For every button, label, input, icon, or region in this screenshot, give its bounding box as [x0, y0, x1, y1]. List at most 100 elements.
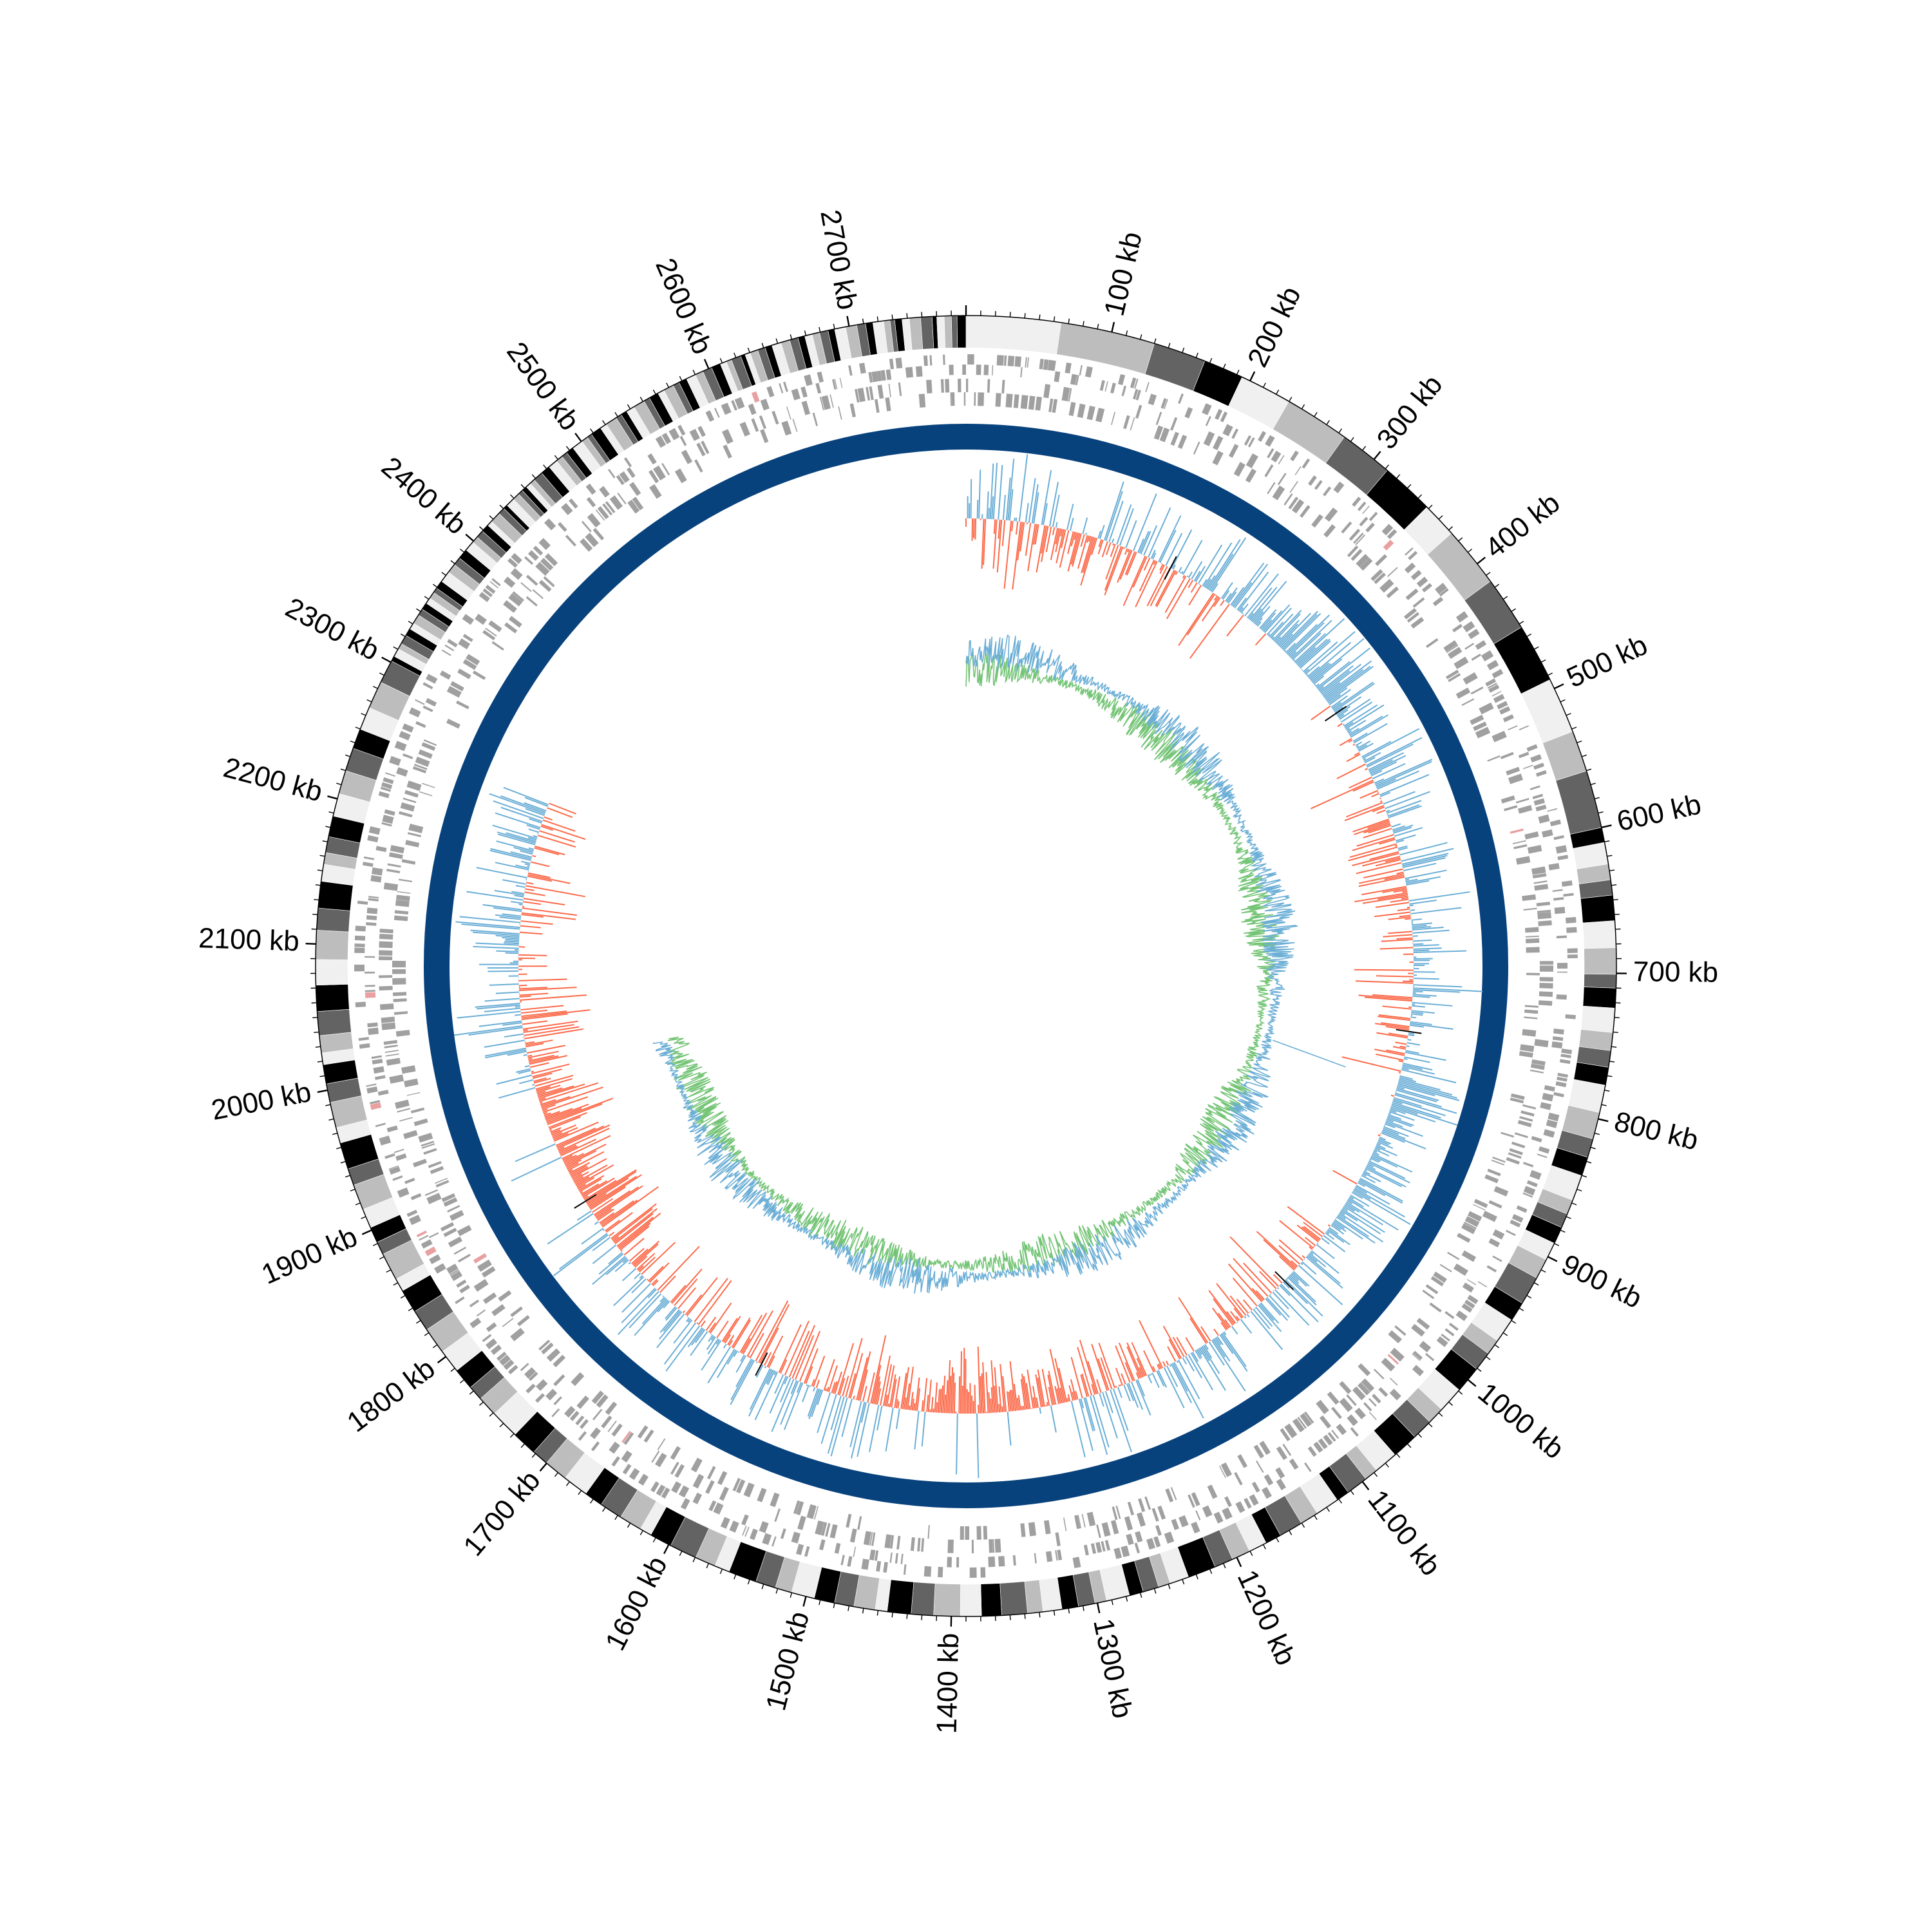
skew-bar-positive: [614, 1259, 629, 1273]
gene-feature: [1404, 562, 1416, 574]
skew-bar-positive: [657, 1300, 669, 1312]
gene-feature: [678, 1485, 690, 1498]
gene-feature: [1222, 424, 1233, 437]
minor-tick: [1338, 428, 1342, 433]
skew-bar-positive: [1322, 681, 1341, 696]
skew-bar-positive: [1402, 857, 1446, 868]
gene-feature: [1084, 366, 1093, 378]
skew-bar-positive: [1394, 827, 1423, 837]
gene-feature: [829, 394, 834, 408]
minor-tick: [1607, 855, 1613, 857]
skew-bar-negative: [536, 1090, 546, 1095]
gene-feature: [385, 772, 396, 777]
skew-bar-positive: [1128, 1383, 1139, 1408]
skew-bar-negative: [1166, 578, 1191, 620]
gene-feature: [425, 697, 437, 707]
gene-feature: [1523, 764, 1533, 770]
skew-bar-positive: [1328, 694, 1341, 705]
skew-bar-positive: [1355, 741, 1363, 746]
gene-feature: [889, 1535, 895, 1549]
skew-bar-negative: [548, 1112, 587, 1128]
gene-feature: [838, 406, 842, 420]
gene-feature: [791, 1531, 800, 1544]
skew-bar-negative: [697, 1280, 732, 1325]
gene-feature: [503, 1359, 515, 1370]
gene-feature: [1259, 1441, 1271, 1455]
gene-feature: [1280, 1428, 1291, 1442]
minor-tick: [1068, 318, 1070, 324]
gene-feature: [379, 928, 393, 934]
skew-bar-negative: [882, 1364, 893, 1406]
skew-bar-negative: [1172, 1336, 1185, 1358]
gene-feature: [910, 1537, 915, 1551]
skew-bar-negative: [1037, 1369, 1045, 1407]
skew-bar-positive: [784, 1376, 789, 1385]
skew-bar-positive: [1353, 1189, 1371, 1200]
minor-tick: [424, 596, 430, 600]
skew-bar-positive: [1250, 608, 1262, 621]
skew-bar-positive: [767, 1370, 775, 1385]
skew-bar-negative: [1273, 1274, 1283, 1283]
minor-tick: [1223, 363, 1226, 369]
gene-feature: [1537, 909, 1551, 913]
gene-feature: [354, 964, 365, 972]
contig-block: [920, 316, 934, 350]
gene-feature: [1034, 1553, 1037, 1564]
minor-tick: [1301, 1522, 1305, 1528]
skew-bar-negative: [551, 1124, 576, 1136]
gene-feature: [759, 1520, 769, 1533]
skew-bar-positive: [1193, 571, 1201, 582]
skew-bar-positive: [1268, 1294, 1290, 1318]
skew-bar-negative: [902, 1367, 909, 1410]
skew-bar-negative: [1383, 934, 1413, 938]
gene-feature: [874, 1550, 879, 1561]
gene-feature: [992, 365, 994, 375]
skew-bar-negative: [749, 1332, 764, 1359]
gene-feature: [1511, 1141, 1526, 1148]
skew-bar-positive: [1231, 562, 1265, 607]
gene-feature: [1003, 355, 1007, 366]
skew-bar-positive: [998, 464, 1003, 520]
minor-tick: [554, 1472, 559, 1477]
skew-bar-positive: [1333, 683, 1375, 712]
skew-bar-positive: [594, 1221, 600, 1226]
skew-bar-positive: [1343, 704, 1378, 727]
skew-bar-positive: [665, 1325, 701, 1372]
skew-bar-positive: [755, 1364, 764, 1378]
skew-bar-positive: [1188, 571, 1193, 578]
skew-bar-positive: [1310, 663, 1331, 681]
skew-bar-positive: [1392, 825, 1406, 831]
skew-bar-negative: [526, 885, 585, 898]
skew-bar-positive: [1253, 611, 1264, 624]
skew-bar-negative: [1025, 1383, 1031, 1409]
minor-tick: [1613, 1031, 1618, 1034]
gene-feature: [371, 867, 383, 876]
skew-bar-negative: [905, 1383, 911, 1410]
skew-bar-negative: [521, 912, 576, 920]
gene-feature: [1520, 1110, 1535, 1117]
skew-bar-positive: [1048, 482, 1059, 527]
major-tick: [1467, 1379, 1477, 1387]
gene-feature: [721, 402, 732, 415]
skew-bar-negative: [520, 925, 541, 929]
minor-tick: [876, 316, 879, 322]
skew-bar-negative: [1220, 600, 1225, 607]
gene-feature: [1523, 1162, 1534, 1168]
gene-feature: [1506, 1157, 1520, 1165]
skew-bar-positive: [1413, 944, 1439, 947]
gene-feature: [869, 1549, 876, 1560]
gene-feature: [419, 1235, 429, 1241]
skew-marker: [1164, 556, 1177, 580]
contig-block: [317, 881, 354, 911]
gene-feature: [1228, 444, 1239, 458]
gene-feature: [1043, 359, 1049, 370]
gene-feature: [1359, 516, 1368, 527]
skew-bar-positive: [1286, 623, 1318, 655]
gene-feature: [498, 1290, 512, 1302]
skew-bar-negative: [571, 1158, 607, 1179]
gene-feature: [1526, 947, 1540, 953]
gene-feature: [1331, 1406, 1342, 1419]
skew-bar-positive: [1412, 925, 1432, 929]
minor-tick: [1068, 1608, 1070, 1614]
skew-bar-negative: [1119, 550, 1133, 580]
